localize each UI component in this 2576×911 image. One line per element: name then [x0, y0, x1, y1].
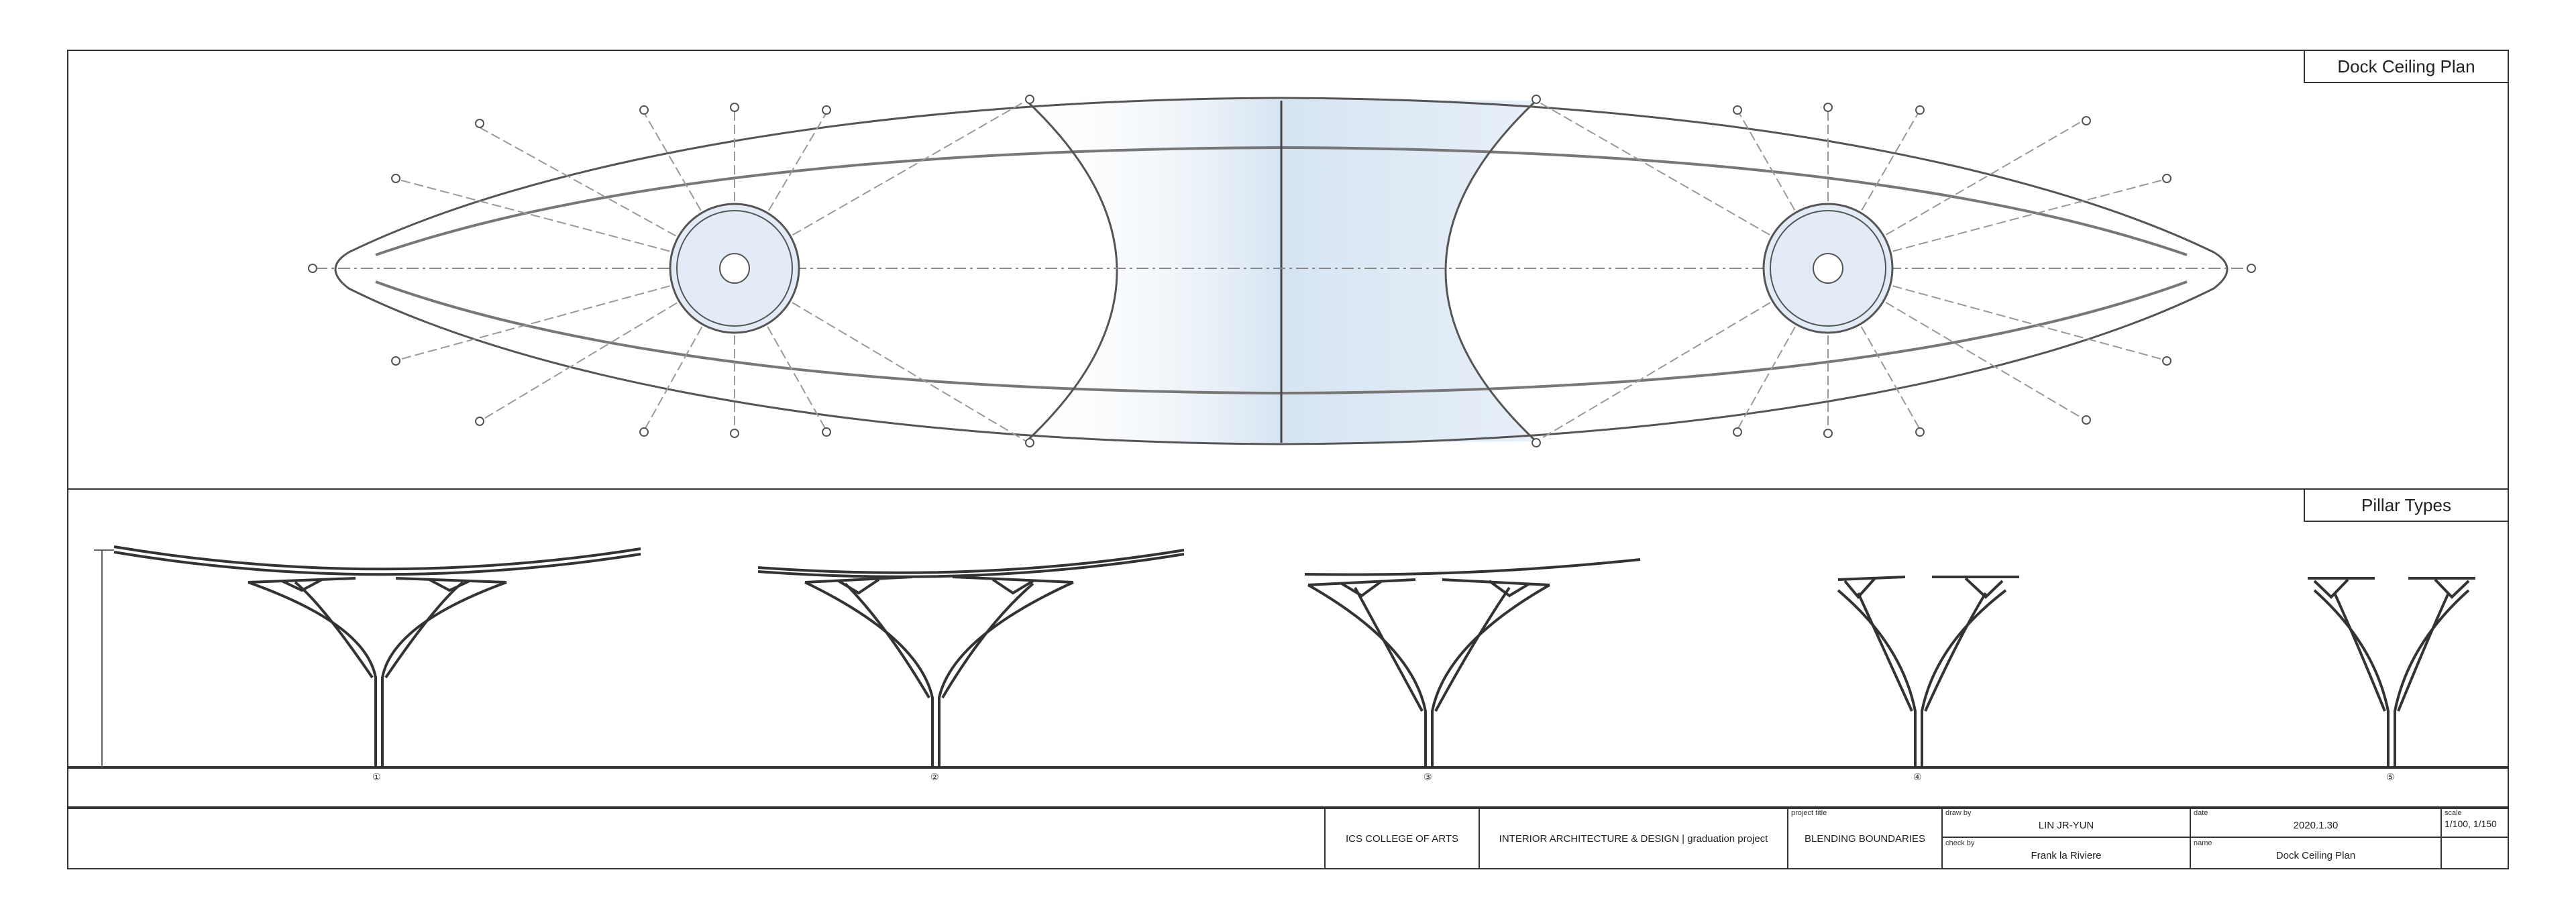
hub-left — [669, 203, 800, 334]
pillar-label-5: ⑤ — [2386, 771, 2395, 782]
blank-cell — [2440, 838, 2508, 868]
pillar-type-5 — [2308, 577, 2475, 767]
pillar-type-2 — [757, 549, 1185, 767]
project-title-caption: project title — [1791, 809, 1827, 817]
project-title: BLENDING BOUNDARIES — [1804, 833, 1926, 845]
name-caption: name — [2194, 839, 2212, 847]
date-caption: date — [2194, 809, 2208, 817]
pillar-types-panel — [67, 488, 2509, 809]
bay-arc-right — [1444, 99, 1538, 443]
pillar-type-4 — [1837, 576, 2019, 767]
dock-outline — [334, 97, 2229, 445]
pillar-label-2: ② — [930, 771, 939, 782]
program-cell: INTERIOR ARCHITECTURE & DESIGN | graduat… — [1479, 808, 1787, 868]
hub-right — [1762, 203, 1894, 334]
bay-arc-left — [1025, 99, 1118, 443]
date: 2020.1.30 — [2293, 820, 2339, 831]
project-title-cell: project title BLENDING BOUNDARIES — [1787, 808, 1941, 868]
tinted-bay-left — [1026, 99, 1281, 443]
check-by-cell: check by Frank la Riviere — [1941, 838, 2190, 868]
scale: 1/100, 1/150 — [2445, 818, 2497, 829]
school-cell: ICS COLLEGE OF ARTS — [1324, 808, 1479, 868]
school-name: ICS COLLEGE OF ARTS — [1345, 833, 1459, 845]
drawn-by-caption: draw by — [1945, 809, 1972, 817]
scale-caption: scale — [2445, 809, 2462, 817]
grid-bubbles — [308, 95, 2256, 447]
date-cell: date 2020.1.30 — [2190, 808, 2440, 838]
pillar-type-3 — [1304, 558, 1641, 767]
tinted-bay-right — [1281, 99, 1536, 443]
program-name: INTERIOR ARCHITECTURE & DESIGN | graduat… — [1499, 833, 1768, 845]
scale-cell: scale 1/100, 1/150 — [2440, 808, 2508, 838]
title-block: ICS COLLEGE OF ARTS INTERIOR ARCHITECTUR… — [67, 806, 2509, 869]
pillar-label-1: ① — [372, 771, 381, 782]
drawn-by: LIN JR-YUN — [2038, 820, 2094, 831]
pillar-type-1 — [113, 545, 641, 767]
pillar-types-title: Pillar Types — [2304, 488, 2509, 522]
pillar-label-3: ③ — [1424, 771, 1432, 782]
check-by: Frank la Riviere — [2031, 850, 2102, 861]
name-cell: name Dock Ceiling Plan — [2190, 838, 2440, 868]
ceiling-plan-title: Dock Ceiling Plan — [2304, 50, 2509, 83]
check-by-caption: check by — [1945, 839, 1975, 847]
pillar-label-4: ④ — [1913, 771, 1922, 782]
drawn-by-cell: draw by LIN JR-YUN — [1941, 808, 2190, 838]
drawing-name: Dock Ceiling Plan — [2275, 850, 2356, 861]
